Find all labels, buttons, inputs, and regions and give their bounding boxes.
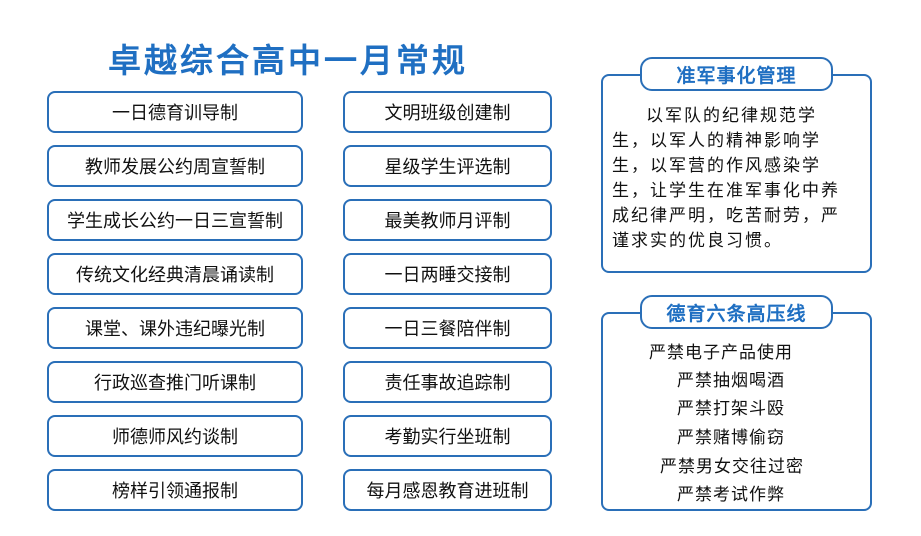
military-line: 生，以军人的精神影响学	[612, 131, 821, 151]
left-rule-6: 行政巡查推门听课制	[47, 361, 303, 403]
redline-item-1: 严禁电子产品使用	[649, 343, 793, 363]
page-title: 卓越综合高中一月常规	[108, 41, 468, 80]
redlines-panel	[601, 312, 872, 511]
right-rule-4: 一日两睡交接制	[343, 253, 552, 295]
right-rule-3: 最美教师月评制	[343, 199, 552, 241]
right-rule-8: 每月感恩教育进班制	[343, 469, 552, 511]
military-line: 生，让学生在准军事化中养	[612, 181, 840, 201]
redline-item-6: 严禁考试作弊	[677, 485, 785, 505]
military-heading: 准军事化管理	[640, 57, 833, 91]
redline-item-5: 严禁男女交往过密	[660, 457, 804, 477]
left-rule-2: 教师发展公约周宣誓制	[47, 145, 303, 187]
military-panel	[601, 74, 872, 273]
left-rule-1: 一日德育训导制	[47, 91, 303, 133]
right-rule-6: 责任事故追踪制	[343, 361, 552, 403]
left-rule-4: 传统文化经典清晨诵读制	[47, 253, 303, 295]
right-rule-7: 考勤实行坐班制	[343, 415, 552, 457]
redline-item-4: 严禁赌博偷窃	[677, 428, 785, 448]
left-rule-3: 学生成长公约一日三宣誓制	[47, 199, 303, 241]
left-rule-5: 课堂、课外违纪曝光制	[47, 307, 303, 349]
right-rule-2: 星级学生评选制	[343, 145, 552, 187]
left-rule-7: 师德师风约谈制	[47, 415, 303, 457]
right-rule-5: 一日三餐陪伴制	[343, 307, 552, 349]
military-line: 谨求实的优良习惯。	[612, 231, 783, 251]
military-line: 生，以军营的作风感染学	[612, 156, 821, 176]
redlines-heading: 德育六条高压线	[640, 295, 833, 329]
redline-item-2: 严禁抽烟喝酒	[677, 371, 785, 391]
military-line: 以军队的纪律规范学	[646, 106, 817, 126]
military-paragraph: 以军队的纪律规范学 生，以军人的精神影响学 生，以军营的作风感染学 生，让学生在…	[612, 104, 864, 254]
left-rule-8: 榜样引领通报制	[47, 469, 303, 511]
redline-item-3: 严禁打架斗殴	[677, 399, 785, 419]
right-rule-1: 文明班级创建制	[343, 91, 552, 133]
military-line: 成纪律严明，吃苦耐劳，严	[612, 206, 840, 226]
